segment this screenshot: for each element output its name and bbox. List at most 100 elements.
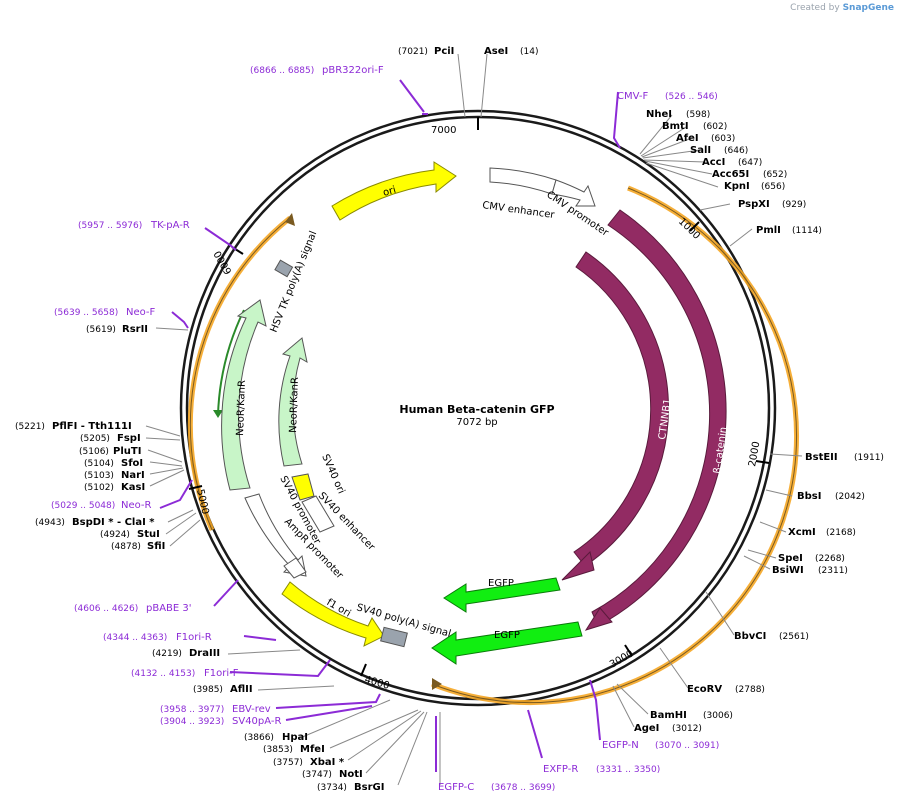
site-pspxi-pos: (929) (782, 200, 806, 210)
snapgene-logo: SnapGene (842, 3, 894, 13)
tick-group (188, 117, 770, 677)
site-bamhi-pos: (3006) (703, 711, 733, 721)
primer-pbabe-name: pBABE 3' (146, 603, 192, 614)
ctnnb1-arrowhead (561, 551, 595, 581)
tick-label-1000: 1000 (676, 216, 702, 242)
site-nari-name: NarI (121, 470, 145, 481)
site-pmli-pos: (1114) (792, 226, 822, 236)
site-bbsi-name: BbsI (797, 491, 821, 502)
primer-neof-name: Neo-F (126, 307, 156, 318)
egfp-outer-label: EGFP (494, 630, 520, 641)
site-sfoi-pos: (5104) (84, 459, 114, 469)
primer-neof-pos: (5639 .. 5658) (54, 308, 118, 318)
primer-marks (159, 79, 621, 772)
primer-f1orif-name: F1ori-F (204, 668, 239, 679)
site-xbai-pos: (3757) (273, 758, 303, 768)
site-bsiwi-name: BsiWI (772, 565, 804, 576)
orf-arc-right-arrow (432, 678, 442, 690)
site-sali-pos: (646) (724, 146, 748, 156)
cmv-enhancer-feature (489, 167, 557, 195)
primer-ebvrev-pos: (3958 .. 3977) (160, 705, 224, 715)
neo-inner-label: NeoR/KanR (288, 377, 301, 433)
site-hpai-name: HpaI (282, 732, 308, 743)
site-ecorv-pos: (2788) (735, 685, 765, 695)
primer-cmvf-name: CMV-F (617, 91, 648, 102)
site-afei-name: AfeI (676, 133, 699, 144)
primer-pbabe-pos: (4606 .. 4626) (74, 604, 138, 614)
sv40-ori-label: SV40 ori (319, 453, 346, 496)
site-xcmi-pos: (2168) (826, 528, 856, 538)
sv40-promoter-feature (244, 493, 307, 577)
tick-4000 (360, 663, 367, 677)
plasmid-size: 7072 bp (456, 417, 497, 428)
site-rsrii-name: RsrII (122, 324, 148, 335)
ampr-promoter-feature (283, 557, 307, 579)
site-bspdi-pos: (4943) (35, 518, 65, 528)
site-mfei-pos: (3853) (263, 745, 293, 755)
primer-sv40par-name: SV40pA-R (232, 716, 281, 727)
ctnnb1-feature (573, 251, 669, 567)
site-bsrgi-name: BsrGI (354, 782, 384, 793)
primer-f1orif-pos: (4132 .. 4153) (131, 669, 195, 679)
site-aflii-name: AflII (230, 684, 253, 695)
hsv-tk-polya-label: HSV TK poly(A) signal (269, 230, 320, 335)
orf-arc-left-arrow (285, 213, 295, 226)
site-kpni-pos: (656) (761, 182, 785, 192)
site-stui-pos: (4924) (100, 530, 130, 540)
site-noti-name: NotI (339, 769, 363, 780)
site-rsrii-pos: (5619) (86, 325, 116, 335)
site-sfii-pos: (4878) (111, 542, 141, 552)
tick-label-7000: 7000 (431, 125, 456, 136)
site-sfoi-name: SfoI (121, 458, 143, 469)
cmv-promoter-feature (551, 179, 596, 207)
ori-feature (331, 161, 457, 221)
site-bsteii-name: BstEII (805, 452, 838, 463)
site-nhei-pos: (598) (686, 110, 710, 120)
primer-exfpr-name: EXFP-R (543, 764, 578, 775)
f1-ori-feature (281, 581, 385, 647)
site-noti-pos: (3747) (302, 770, 332, 780)
site-pflfi-pos: (5221) (15, 422, 45, 432)
primer-egfpc-name: EGFP-C (438, 782, 474, 793)
site-bbvci-name: BbvCI (734, 631, 766, 642)
ori-label: ori (382, 185, 398, 199)
site-asei-name: AseI (484, 46, 508, 57)
primer-pbr322-pos: (6866 .. 6885) (250, 66, 314, 76)
site-nari-pos: (5103) (84, 471, 114, 481)
site-hpai-pos: (3866) (244, 733, 274, 743)
site-asei-pos: (14) (520, 47, 538, 57)
site-aflii-pos: (3985) (193, 685, 223, 695)
primer-egfpn-pos: (3070 .. 3091) (655, 741, 719, 751)
neo-outer-label: NeoR/KanR (235, 380, 248, 436)
tick-label-2000: 2000 (747, 441, 762, 468)
tick-2000 (755, 460, 770, 464)
sv40-polya-feature (380, 626, 408, 648)
site-kpni-name: KpnI (724, 181, 750, 192)
snapgene-credit: Created by SnapGene (790, 3, 894, 13)
site-mfei-name: MfeI (300, 744, 325, 755)
site-xbai-name: XbaI * (310, 757, 345, 768)
site-spei-pos: (2268) (815, 554, 845, 564)
site-kasi-pos: (5102) (84, 483, 114, 493)
backbone-outer (179, 109, 777, 707)
site-bamhi-name: BamHI (650, 710, 687, 721)
site-bbsi-pos: (2042) (835, 492, 865, 502)
credit-prefix: Created by (790, 3, 840, 13)
site-fspi-name: FspI (117, 433, 141, 444)
site-bmti-pos: (602) (703, 122, 727, 132)
site-sali-name: SalI (690, 145, 711, 156)
site-bsteii-pos: (1911) (854, 453, 884, 463)
site-agei-name: AgeI (634, 723, 659, 734)
primer-tkpar-name: TK-pA-R (150, 220, 190, 231)
site-draiii-pos: (4219) (152, 649, 182, 659)
hsv-tk-polya-feature (274, 259, 294, 278)
site-ecorv-name: EcoRV (687, 684, 722, 695)
tick-1000 (689, 221, 700, 232)
site-pluti-name: PluTI (113, 446, 141, 457)
site-acci-pos: (647) (738, 158, 762, 168)
site-kasi-name: KasI (121, 482, 145, 493)
plasmid-name: Human Beta-catenin GFP (399, 403, 554, 416)
orf-arc-left-core (189, 217, 291, 531)
neo-inner-feature (278, 337, 308, 467)
site-pcii-name: PciI (434, 46, 454, 57)
